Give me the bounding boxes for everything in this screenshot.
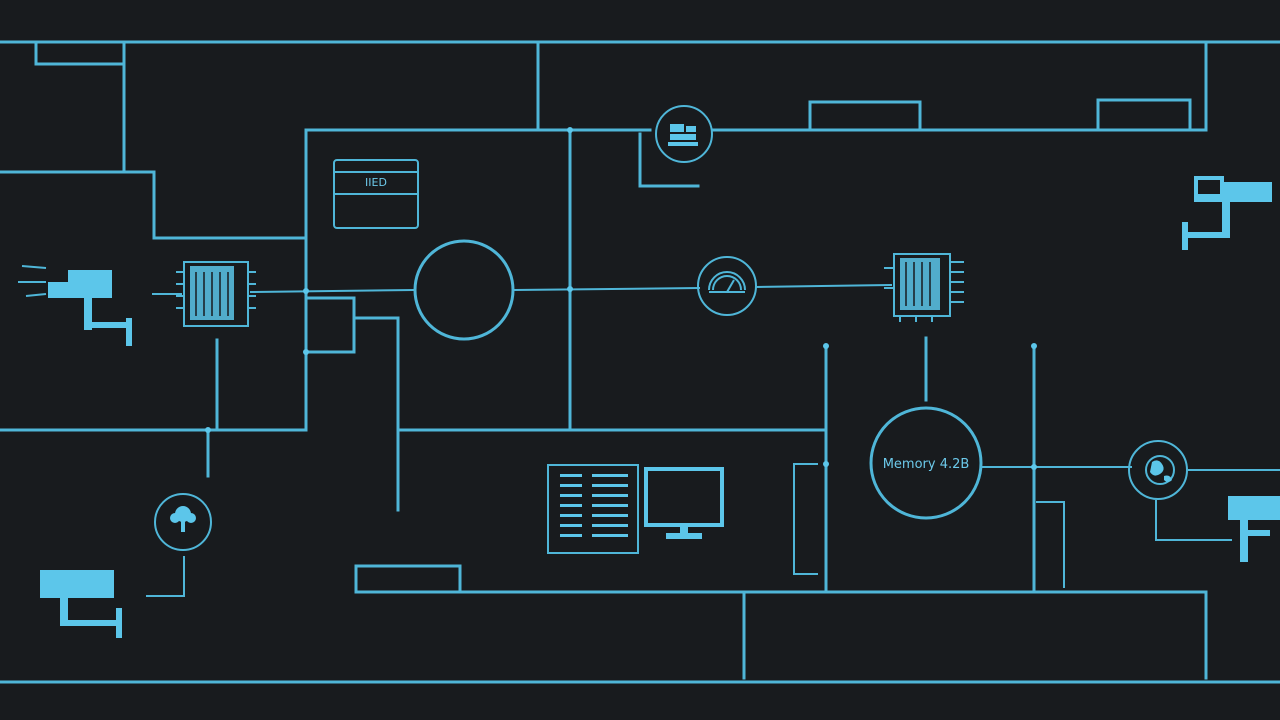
panel-label: IIED — [365, 176, 387, 189]
data-panel-icon — [547, 464, 639, 554]
hub-node — [413, 239, 515, 341]
gauge-icon — [697, 256, 757, 316]
security-camera-icon — [1228, 496, 1280, 562]
memory-node: Memory 4.2B — [869, 406, 983, 520]
labeled-panel: IIED — [333, 159, 419, 229]
globe-icon — [1128, 440, 1188, 500]
microchip-icon — [884, 253, 964, 322]
security-camera-icon — [40, 570, 122, 638]
server-rack-icon — [655, 105, 713, 163]
memory-label: Memory 4.2B — [883, 457, 970, 472]
monitor-icon — [644, 467, 724, 539]
security-camera-icon — [18, 265, 132, 346]
security-camera-icon — [1182, 176, 1272, 250]
microchip-icon — [176, 261, 256, 327]
tree-icon — [154, 493, 212, 551]
wiring — [0, 40, 1280, 684]
